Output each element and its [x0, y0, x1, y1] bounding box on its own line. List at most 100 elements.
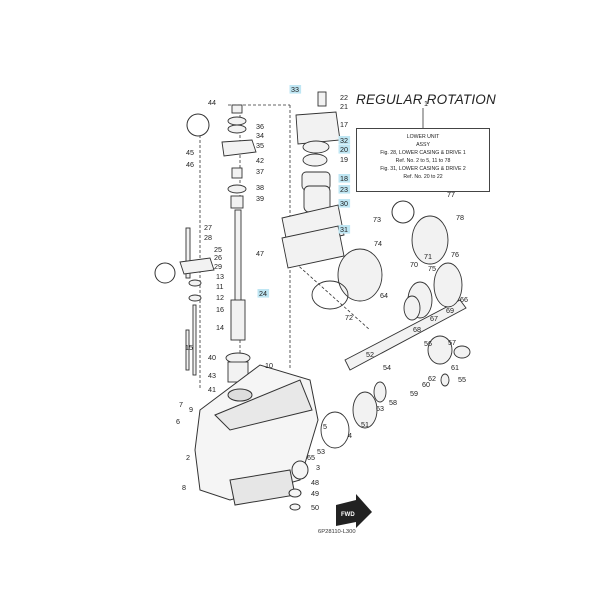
part-label-71: 71	[424, 252, 432, 261]
part-label-63: 63	[376, 404, 384, 413]
part-number-31: 31	[340, 225, 348, 234]
part-label-53: 53	[317, 447, 325, 456]
part-highlight-32	[338, 136, 351, 145]
part-label-17: 17	[340, 120, 348, 129]
part-number-54: 54	[383, 363, 391, 372]
part-number-21: 21	[340, 102, 348, 111]
part-number-78: 78	[456, 213, 464, 222]
part-label-54: 54	[383, 363, 391, 372]
info-line-5: Fig. 31, LOWER CASING & DRIVE 2	[380, 166, 466, 172]
part-number-74: 74	[374, 239, 382, 248]
lower-unit-assy-box: LOWER UNIT ASSY Fig. 28, LOWER CASING & …	[356, 128, 490, 192]
info-line-3: Fig. 28, LOWER CASING & DRIVE 1	[380, 150, 466, 156]
part-number-25: 25	[214, 245, 222, 254]
part-number-73: 73	[373, 215, 381, 224]
part-label-3: 3	[316, 463, 320, 472]
part-label-10: 10	[265, 361, 273, 370]
part-number-35: 35	[256, 141, 264, 150]
part-label-44: 44	[208, 98, 216, 107]
part-label-55: 55	[458, 375, 466, 384]
part-callout-labels: 1234567891011121314151617181920212223242…	[176, 85, 468, 512]
part-label-7: 7	[179, 400, 183, 409]
part-number-11: 11	[216, 282, 223, 291]
part-label-72: 72	[345, 313, 353, 322]
part-number-18: 18	[340, 174, 348, 183]
part-number-69: 69	[446, 306, 454, 315]
part-highlight-33	[289, 85, 302, 94]
part-label-6: 6	[176, 417, 180, 426]
part-number-4: 4	[348, 431, 352, 440]
part-label-40: 40	[208, 353, 216, 362]
part-label-31: 31	[338, 225, 351, 234]
part-label-12: 12	[216, 293, 224, 302]
part-number-65: 65	[307, 453, 315, 462]
part-label-38: 38	[256, 183, 264, 192]
part-number-60: 60	[422, 380, 430, 389]
part-number-13: 13	[216, 272, 224, 281]
part-label-41: 41	[208, 385, 216, 394]
part-label-47: 47	[256, 249, 264, 258]
part-number-28: 28	[204, 233, 212, 242]
part-label-45: 45	[186, 148, 194, 157]
part-label-26: 26	[214, 253, 222, 262]
part-number-59: 59	[410, 389, 418, 398]
part-highlight-18	[338, 174, 351, 183]
part-label-39: 39	[256, 194, 264, 203]
part-number-8: 8	[182, 483, 186, 492]
info-line-2: ASSY	[416, 142, 430, 148]
part-label-18: 18	[338, 174, 351, 183]
part-highlight-23	[338, 185, 351, 194]
part-label-43: 43	[208, 371, 216, 380]
part-number-68: 68	[413, 325, 421, 334]
part-number-44: 44	[208, 98, 216, 107]
part-label-51: 51	[361, 420, 369, 429]
part-number-77: 77	[447, 190, 455, 199]
part-number-66: 66	[460, 295, 468, 304]
part-label-58: 58	[389, 398, 397, 407]
water-pump-assembly	[281, 91, 345, 269]
info-line-1: LOWER UNIT	[406, 134, 440, 140]
part-number-76: 76	[451, 250, 459, 259]
part-label-60: 60	[422, 380, 430, 389]
part-label-8: 8	[182, 483, 186, 492]
part-label-76: 76	[451, 250, 459, 259]
part-number-20: 20	[340, 145, 348, 154]
part-highlight-30	[338, 199, 351, 208]
shift-rod-assembly	[179, 227, 215, 376]
part-number-40: 40	[208, 353, 216, 362]
part-label-1: 1	[424, 99, 428, 108]
part-label-29: 29	[214, 262, 222, 271]
part-number-71: 71	[424, 252, 432, 261]
part-number-37: 37	[256, 167, 264, 176]
part-number-5: 5	[323, 422, 327, 431]
part-number-23: 23	[340, 185, 348, 194]
part-label-13: 13	[216, 272, 224, 281]
part-label-20: 20	[338, 145, 351, 154]
part-number-26: 26	[214, 253, 222, 262]
part-label-19: 19	[340, 155, 348, 164]
part-label-59: 59	[410, 389, 418, 398]
fwd-arrow: FWD	[336, 494, 372, 528]
part-label-14: 14	[216, 323, 224, 332]
info-line-6: Ref. No. 20 to 22	[403, 174, 443, 180]
part-number-41: 41	[208, 385, 216, 394]
part-number-39: 39	[256, 194, 264, 203]
part-number-56: 56	[424, 339, 432, 348]
part-label-25: 25	[214, 245, 222, 254]
part-number-53: 53	[317, 447, 325, 456]
part-label-5: 5	[323, 422, 327, 431]
detail-callout-circles	[154, 113, 415, 284]
part-label-70: 70	[410, 260, 418, 269]
part-number-32: 32	[340, 136, 348, 145]
part-number-38: 38	[256, 183, 264, 192]
part-number-3: 3	[316, 463, 320, 472]
part-label-69: 69	[446, 306, 454, 315]
part-label-62: 62	[428, 374, 436, 383]
part-number-47: 47	[256, 249, 264, 258]
part-number-70: 70	[410, 260, 418, 269]
part-label-33: 33	[289, 85, 302, 94]
part-label-42: 42	[256, 156, 264, 165]
part-number-12: 12	[216, 293, 224, 302]
